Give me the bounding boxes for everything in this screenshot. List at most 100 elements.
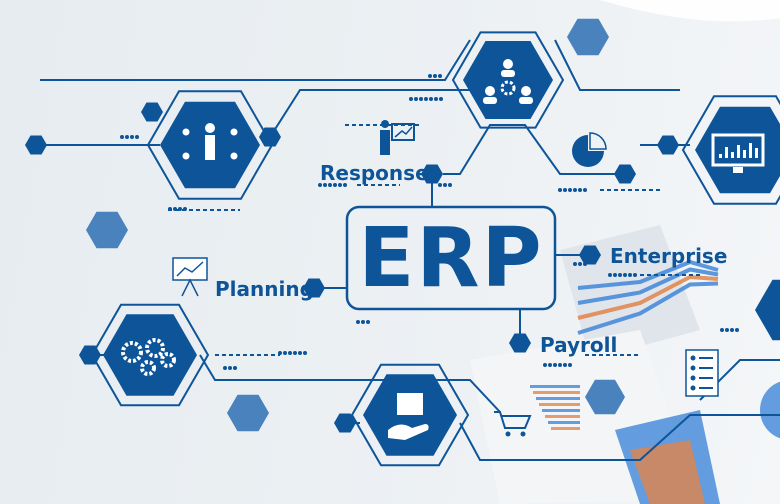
report-document-icon: [699, 377, 713, 379]
dots: [135, 135, 139, 139]
monitor-chart-icon: [711, 133, 765, 167]
bar-chart-bar: [539, 403, 580, 406]
bar-chart-bar: [548, 421, 580, 424]
monitor-chart-icon: [733, 167, 743, 173]
gears-icon: [145, 338, 165, 358]
dots: [558, 188, 562, 192]
shopping-cart-icon: [505, 431, 511, 437]
shopping-cart-icon: [520, 431, 526, 437]
label-planning: Planning: [215, 277, 314, 301]
outline-hexagon: [451, 31, 565, 129]
organization-chart-icon: [230, 152, 238, 160]
shopping-cart-icon: [494, 411, 532, 429]
dots: [283, 351, 287, 355]
dots: [578, 188, 582, 192]
bar-chart-bar: [533, 391, 580, 394]
dots: [443, 183, 447, 187]
erp-box: [345, 205, 557, 311]
dots: [720, 328, 724, 332]
label-response: Response: [320, 161, 429, 185]
monitor-chart-icon: [731, 152, 734, 158]
dots: [613, 273, 617, 277]
dots: [558, 363, 562, 367]
light-hexagon: [567, 18, 609, 56]
dots: [419, 97, 423, 101]
team-network-gear-icon: [483, 97, 497, 104]
organization-chart-icon: [230, 128, 238, 136]
node-hexagon: [141, 102, 163, 122]
erp-title: ERP: [358, 211, 543, 306]
light-hexagon: [86, 211, 128, 249]
dots: [633, 273, 637, 277]
package-hand-icon: [397, 393, 423, 415]
dots: [628, 273, 632, 277]
outline-hexagon: [681, 95, 780, 205]
node-hexagon: [579, 245, 601, 265]
team-network-gear-icon: [501, 70, 515, 77]
trend-board-icon: [176, 261, 204, 277]
node-hexagon: [657, 135, 679, 155]
dots: [735, 328, 739, 332]
dots: [366, 320, 370, 324]
node-hexagon: [509, 333, 531, 353]
bar-chart-bar: [536, 397, 580, 400]
node-hexagon: [303, 278, 325, 298]
dots: [328, 183, 332, 187]
chart-line: [577, 281, 719, 335]
dots: [414, 97, 418, 101]
dots: [543, 363, 547, 367]
dots: [323, 183, 327, 187]
dots: [278, 351, 282, 355]
dots: [409, 97, 413, 101]
dots: [608, 273, 612, 277]
team-network-gear-icon: [503, 59, 513, 69]
node-hexagon: [79, 345, 101, 365]
dots: [548, 363, 552, 367]
dots: [578, 262, 582, 266]
dots: [223, 366, 227, 370]
dots: [433, 74, 437, 78]
dots: [568, 188, 572, 192]
dots: [563, 363, 567, 367]
background-chart-papers: [470, 0, 780, 504]
bar-chart-bar: [530, 385, 580, 388]
outline-hexagon: [350, 363, 470, 467]
node-hexagon: [421, 164, 443, 184]
organization-chart-icon: [182, 152, 190, 160]
hand-shape: [600, 0, 780, 22]
monitor-chart-icon: [719, 154, 722, 158]
dots: [725, 328, 729, 332]
dots: [438, 74, 442, 78]
dots: [573, 262, 577, 266]
presenter-board-icon: [380, 130, 390, 155]
team-network-gear-icon: [500, 80, 516, 96]
chart-line: [577, 274, 719, 320]
light-hexagon: [585, 379, 625, 415]
node-hexagon: [614, 164, 636, 184]
dots: [573, 188, 577, 192]
dots: [623, 273, 627, 277]
gears-icon: [160, 352, 176, 368]
monitor-chart-icon: [725, 147, 728, 158]
line-response-right: [443, 124, 625, 175]
dots: [233, 366, 237, 370]
gears-icon: [121, 341, 143, 363]
line-top-left-upper: [264, 89, 470, 146]
dots: [178, 207, 182, 211]
monitor-chart-icon: [755, 148, 758, 158]
node-hexagon: [25, 135, 47, 155]
pie-chart-graphic: [760, 381, 780, 439]
presenter-board-icon: [394, 126, 413, 138]
node-hexagon: [259, 127, 281, 147]
dots: [361, 320, 365, 324]
gears-icon: [140, 360, 156, 376]
icons: [121, 59, 765, 440]
light-hexagon: [227, 394, 269, 432]
trend-board-icon: [172, 257, 208, 281]
organization-chart-icon: [205, 123, 215, 133]
dots: [173, 207, 177, 211]
area-chart: [630, 440, 705, 504]
presenter-board-icon: [381, 120, 389, 128]
monitor-chart-icon: [743, 150, 746, 158]
